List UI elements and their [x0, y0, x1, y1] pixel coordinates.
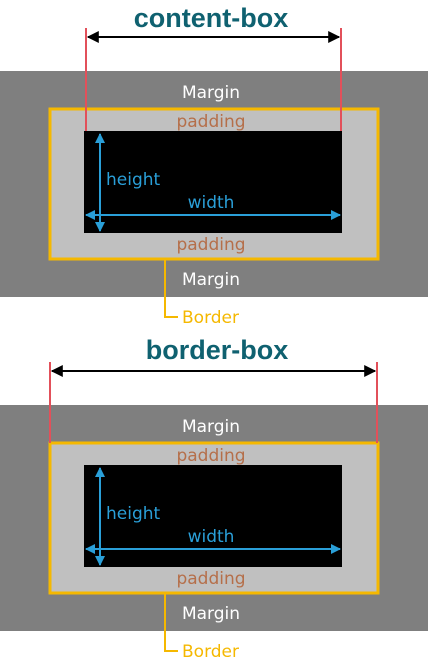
margin-top-label: Margin: [182, 417, 240, 437]
border-label: Border: [182, 642, 239, 662]
width-label: width: [188, 527, 235, 547]
padding-top-label: padding: [176, 112, 245, 132]
border-callout-line: [164, 593, 178, 652]
content-box-diagram: content-box Margin padding height width …: [0, 3, 428, 328]
width-label: width: [188, 193, 235, 213]
border-box-title: border-box: [146, 335, 289, 365]
height-label: height: [106, 170, 161, 190]
margin-bottom-label: Margin: [182, 270, 240, 290]
content-box-title: content-box: [134, 3, 289, 33]
padding-bottom-label: padding: [176, 569, 245, 589]
padding-bottom-label: padding: [176, 235, 245, 255]
height-label: height: [106, 504, 161, 524]
margin-top-label: Margin: [182, 83, 240, 103]
border-callout-line: [164, 259, 178, 318]
border-box-diagram: border-box Margin padding height width p…: [0, 335, 428, 662]
margin-bottom-label: Margin: [182, 604, 240, 624]
padding-top-label: padding: [176, 446, 245, 466]
border-label: Border: [182, 308, 239, 328]
